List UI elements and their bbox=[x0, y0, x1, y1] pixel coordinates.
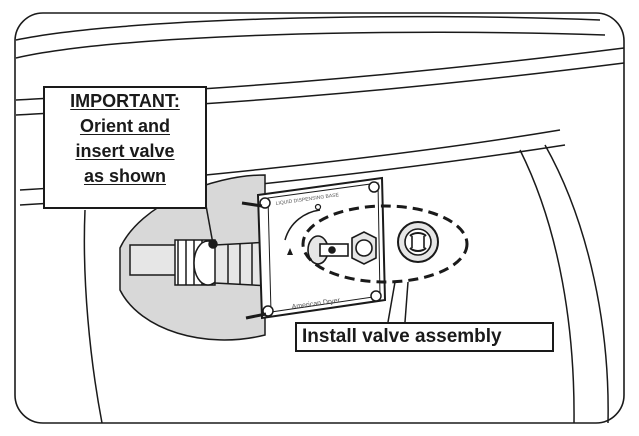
install-label: Install valve assembly bbox=[302, 326, 502, 347]
valve-assembly-parts bbox=[307, 221, 439, 265]
important-heading: IMPORTANT: bbox=[70, 91, 180, 111]
important-line: Orient and bbox=[79, 116, 170, 136]
important-line: insert valve bbox=[75, 141, 175, 161]
assembly-highlight-ellipse bbox=[301, 204, 469, 284]
install-callout: Install valve assembly bbox=[295, 322, 554, 352]
important-callout: IMPORTANT: Orient and insert valve as sh… bbox=[43, 86, 207, 209]
valve-pipe bbox=[129, 239, 271, 287]
important-line: as shown bbox=[83, 166, 167, 186]
